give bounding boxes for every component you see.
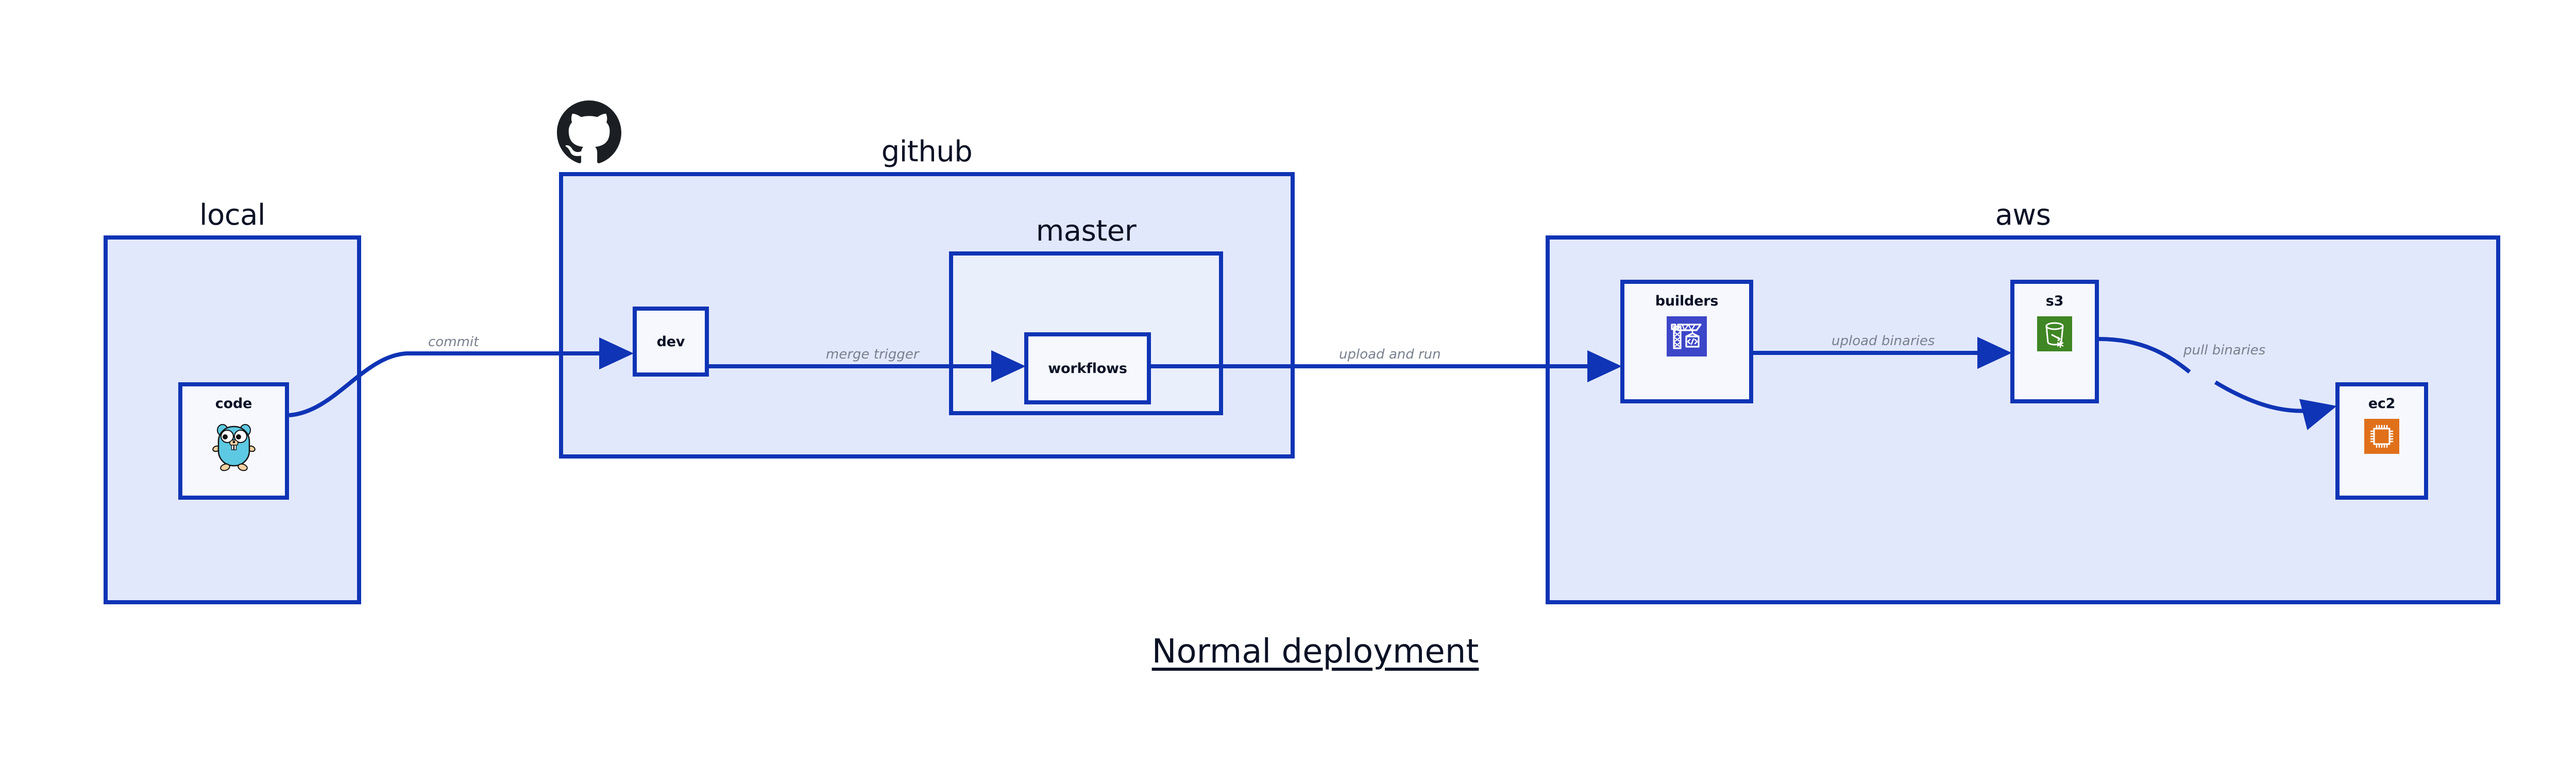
group-label-local: local [199, 198, 265, 232]
aws-codebuild-icon [1667, 316, 1707, 359]
edge-label-upload-and-run: upload and run [1337, 347, 1443, 362]
node-label-ec2: ec2 [2368, 396, 2396, 412]
node-workflows[interactable]: workflows [1024, 332, 1151, 404]
aws-ec2-icon [2364, 419, 2399, 456]
node-code[interactable]: code [178, 382, 289, 500]
edge-label-merge-trigger: merge trigger [824, 347, 921, 362]
group-label-master: master [1036, 214, 1137, 248]
node-label-s3: s3 [2045, 293, 2064, 309]
node-s3[interactable]: s3 [2010, 280, 2099, 403]
node-dev[interactable]: dev [633, 307, 709, 377]
aws-s3-icon [2037, 316, 2072, 353]
node-label-workflows: workflows [1048, 360, 1127, 377]
edge-label-upload-binaries: upload binaries [1829, 333, 1937, 349]
node-label-dev: dev [656, 333, 685, 350]
node-label-builders: builders [1655, 293, 1719, 309]
edge-label-commit: commit [426, 334, 481, 350]
diagram-title: Normal deployment [1151, 633, 1479, 671]
group-label-github: github [881, 135, 973, 168]
github-octocat-logo [557, 100, 621, 167]
group-label-aws: aws [1995, 198, 2051, 232]
node-label-code: code [215, 396, 252, 412]
node-builders[interactable]: builders [1620, 280, 1753, 403]
node-ec2[interactable]: ec2 [2335, 382, 2428, 500]
edge-label-pull-binaries: pull binaries [2181, 343, 2268, 358]
go-gopher-icon [212, 419, 256, 474]
